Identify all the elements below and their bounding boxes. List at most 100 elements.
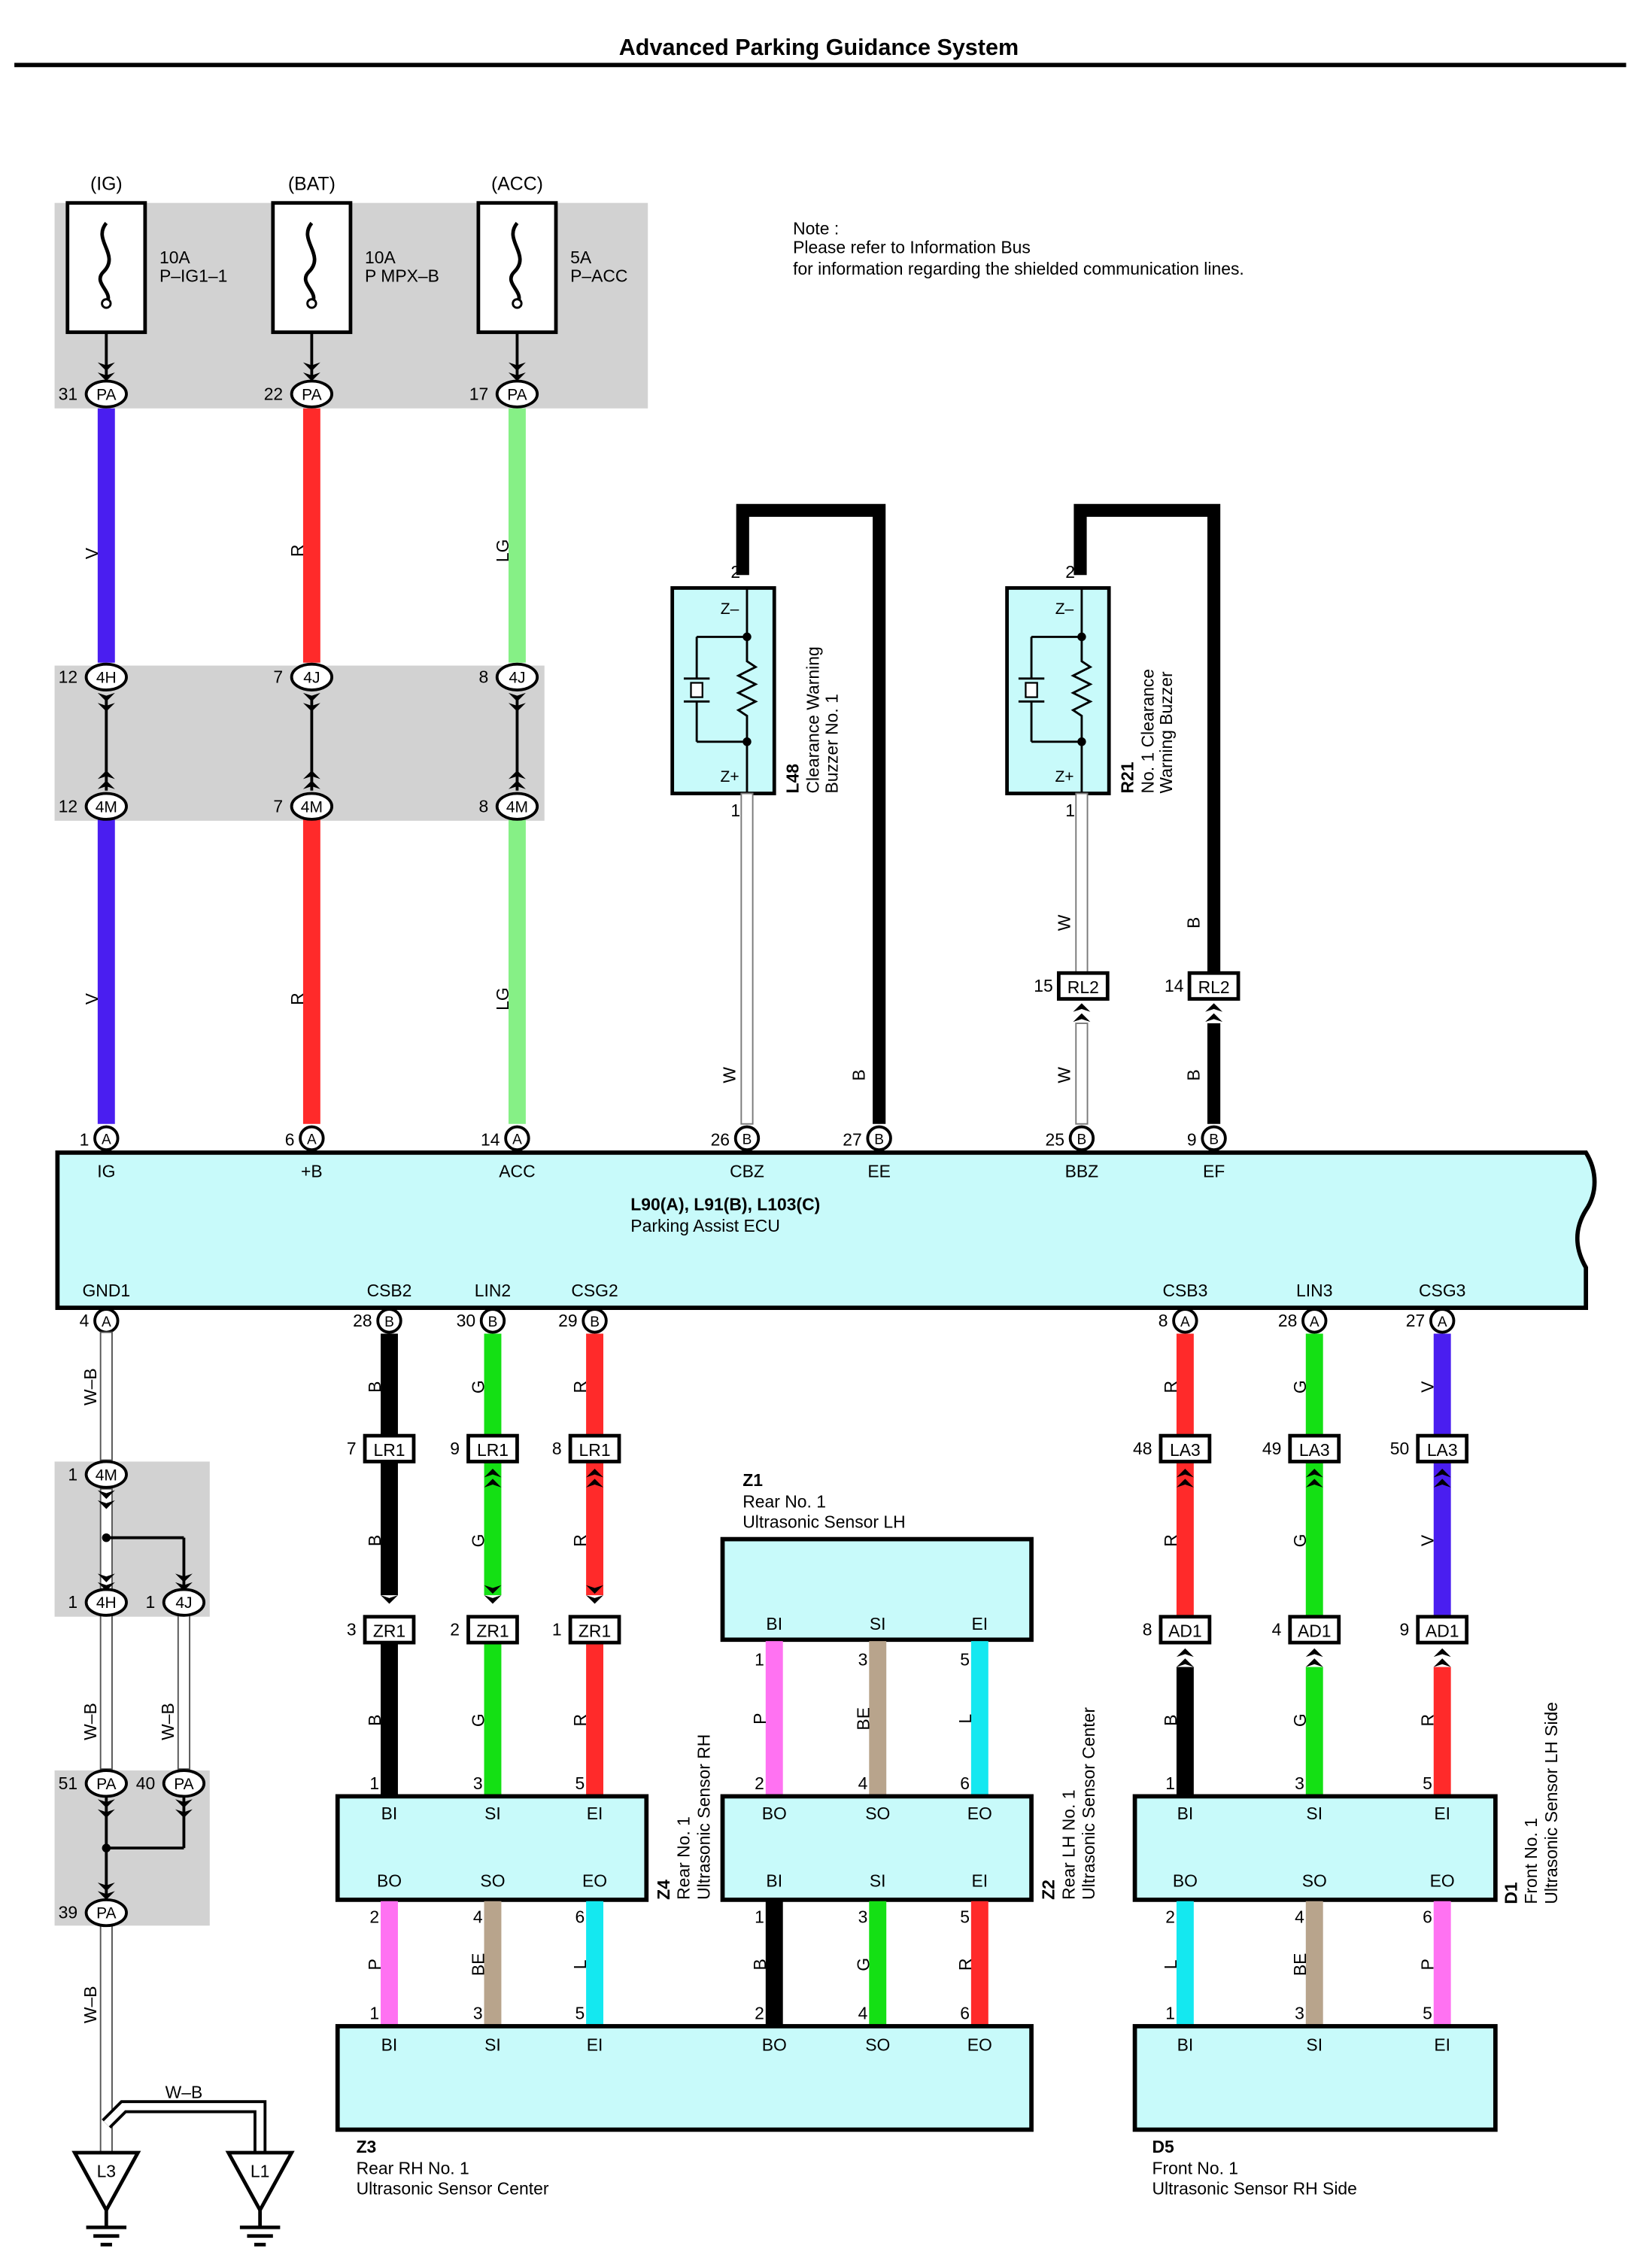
sensor-z2: 2 4 6 BO SO EO BI SI EI 1 3 5 Z2 Rear LH… [720,1707,1098,1926]
svg-text:Ultrasonic Sensor RH: Ultrasonic Sensor RH [694,1734,713,1900]
connector-zr1-1: 1 ZR1 [552,1469,621,1645]
buzzer-r21: 2 Z– Z+ 1 R21 No. 1 Clearance Warning Bu… [1005,503,1221,977]
svg-text:51: 51 [59,1773,77,1793]
svg-text:LIN2: LIN2 [475,1281,511,1300]
fuse-acc: (ACC) 5A P–ACC [478,175,627,333]
svg-text:CSG2: CSG2 [571,1281,618,1300]
wire-label-right-1: G [1290,1380,1310,1393]
svg-text:5A: 5A [570,248,592,267]
svg-text:SO: SO [865,2035,890,2054]
svg-text:D5: D5 [1152,2137,1174,2156]
svg-text:49: 49 [1262,1439,1281,1458]
svg-text:B: B [874,1132,884,1147]
connector-pa-31: 31 PA [59,379,128,409]
svg-text:15: 15 [1034,976,1052,995]
wire-label-z2z3-1: G [853,1958,873,1971]
svg-text:EE: EE [867,1161,891,1181]
wire-label-right-2: V [1418,1381,1438,1393]
svg-text:LR1: LR1 [373,1440,405,1460]
wire-label-left-0: B [365,1381,384,1393]
svg-text:48: 48 [1133,1439,1152,1458]
ecu-pin-cbz: 26 B CBZ [711,1125,764,1181]
ecu-pin-lin3: LIN3 28 A [1278,1281,1332,1334]
svg-text:EI: EI [587,1804,603,1823]
ecu-pin-lin2: LIN2 30 B [457,1281,511,1334]
svg-text:25: 25 [1046,1129,1064,1149]
ecu-name: Parking Assist ECU [630,1216,780,1235]
svg-text:30: 30 [457,1311,475,1330]
parking-assist-ecu [55,1150,1597,1311]
svg-text:B: B [742,1132,752,1147]
svg-text:L1: L1 [251,2161,269,2181]
svg-text:GND1: GND1 [82,1281,130,1300]
wire-label-left-1: G [469,1380,488,1393]
svg-text:8: 8 [479,796,489,816]
svg-text:R21: R21 [1118,761,1137,793]
svg-text:P–IG1–1: P–IG1–1 [159,266,227,286]
svg-text:SI: SI [870,1871,886,1891]
connector-4m-7: 7 4M [273,792,334,821]
svg-text:40: 40 [136,1773,155,1793]
svg-text:Z2: Z2 [1039,1880,1058,1900]
wire-label-w-r21-1: W [1055,914,1074,931]
svg-text:3: 3 [473,1773,483,1793]
wire-label-z1z2-1: BE [853,1707,873,1731]
svg-text:SI: SI [870,1614,886,1634]
connector-zr1-3: 3 ZR1 [347,1469,416,1645]
svg-text:6: 6 [1423,1907,1432,1926]
svg-text:3: 3 [347,1620,357,1640]
svg-text:Ultrasonic Sensor Center: Ultrasonic Sensor Center [357,2178,549,2198]
ground-wiring [99,1331,267,2153]
svg-text:22: 22 [264,384,283,403]
svg-text:BI: BI [766,1614,782,1634]
fuse-bat: (BAT) 10A P MPX–B [273,175,439,333]
wire-label-left-3: B [365,1535,384,1546]
svg-text:CSG3: CSG3 [1419,1281,1465,1300]
connector-ad1-4: 4 AD1 [1272,1615,1341,1667]
svg-text:8: 8 [1159,1311,1168,1330]
ecu-title: L90(A), L91(B), L103(C) [630,1194,820,1214]
wire-label-right-3: R [1161,1534,1180,1547]
svg-text:6: 6 [960,1773,970,1793]
svg-text:Front No. 1: Front No. 1 [1521,1818,1541,1904]
svg-text:17: 17 [469,384,488,403]
page-title: Advanced Parking Guidance System [619,35,1019,60]
svg-text:ACC: ACC [499,1161,535,1181]
svg-text:AD1: AD1 [1298,1621,1332,1640]
svg-text:7: 7 [273,796,283,816]
svg-text:Rear RH No. 1: Rear RH No. 1 [357,2159,469,2178]
ecu-pin-gnd1: GND1 4 A [80,1281,130,1334]
svg-text:Z4: Z4 [654,1880,673,1900]
wire-label-wb-4: W–B [80,1986,100,2023]
svg-text:27: 27 [843,1129,861,1149]
svg-text:A: A [102,1132,111,1147]
svg-text:4: 4 [1272,1620,1282,1640]
svg-text:1: 1 [145,1592,155,1612]
svg-text:3: 3 [1295,1773,1304,1793]
wire-label-w-r21-2: W [1055,1067,1074,1083]
svg-text:A: A [1438,1314,1447,1330]
svg-text:SI: SI [484,2035,501,2054]
svg-text:P–ACC: P–ACC [570,266,627,286]
connector-4m-8: 8 4M [479,792,539,821]
svg-text:B: B [488,1314,498,1330]
connector-4m-12: 12 4M [59,792,128,821]
wire-label-right-7: G [1290,1713,1310,1727]
wire-label-wb-3: W–B [158,1703,178,1740]
wire-label-lg-1: LG [493,539,512,563]
wire-label-left-5: R [570,1534,590,1547]
ecu-pin-csb2: CSB2 28 B [353,1281,411,1334]
svg-text:SI: SI [1306,1804,1323,1823]
svg-text:5: 5 [575,1773,585,1793]
svg-text:5: 5 [575,2003,585,2023]
svg-text:1: 1 [1065,801,1075,820]
svg-text:7: 7 [347,1439,357,1458]
svg-text:6: 6 [285,1129,295,1149]
sensor-z1: Z1 Rear No. 1 Ultrasonic Sensor LH BI SI… [720,1470,1034,1670]
svg-text:14: 14 [481,1129,500,1149]
wire-label-left-6: B [365,1715,384,1726]
svg-text:L3: L3 [97,2161,116,2181]
svg-text:4J: 4J [509,669,525,686]
wire-label-left-2: R [570,1381,590,1393]
